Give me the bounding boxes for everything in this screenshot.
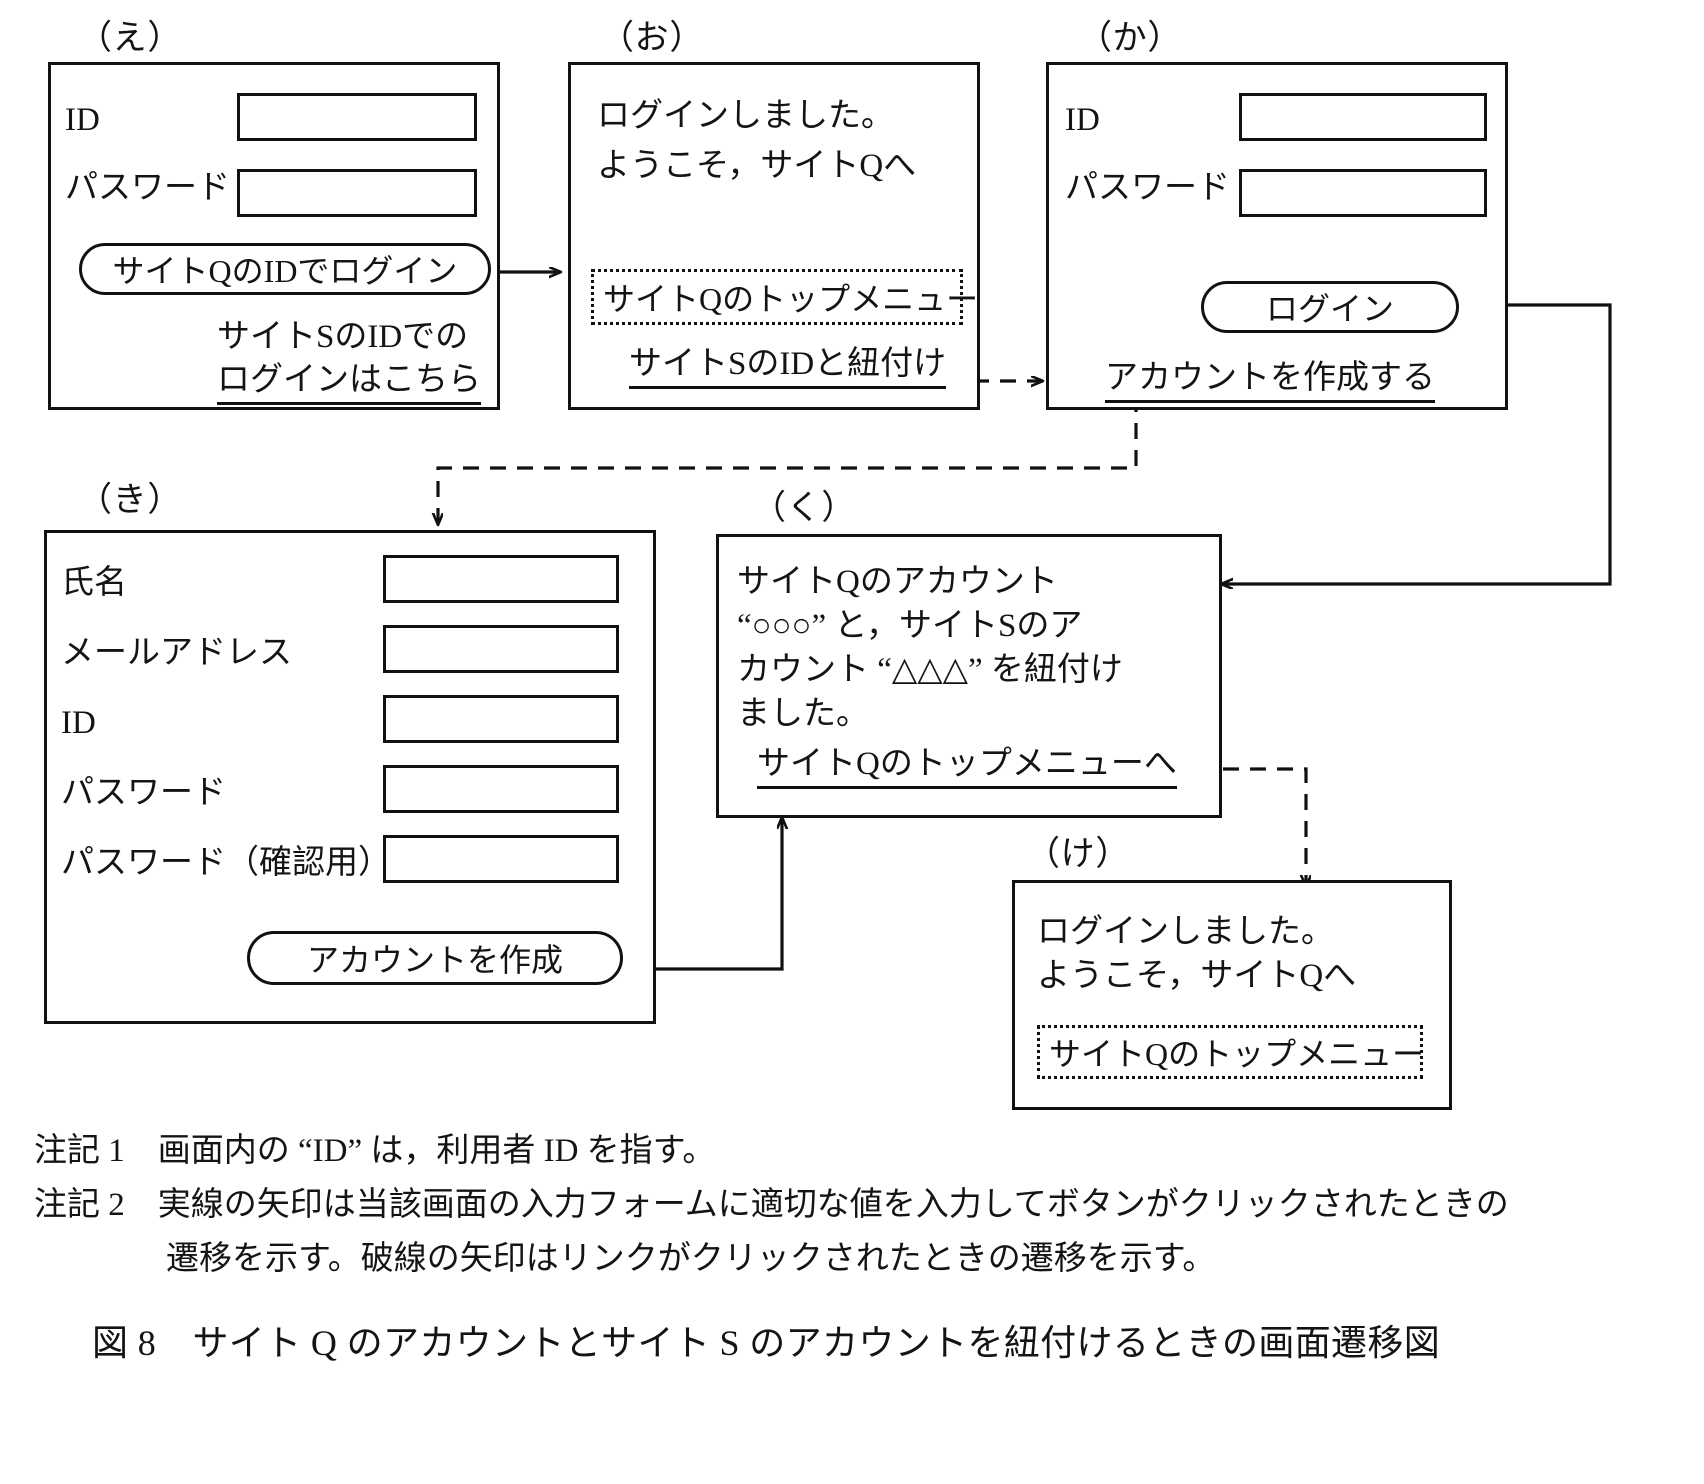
menu-ke-site-q-top-menu[interactable]: サイトQのトップメニュー (1037, 1025, 1424, 1079)
screen-panel-e: ID パスワード サイトQのIDでログイン サイトSのIDでの ログインはこちら (48, 62, 500, 410)
note-1: 注記 1 画面内の “ID” は，利用者 ID を指す。 (34, 1133, 716, 1169)
screen-tag-e: （え） (78, 20, 183, 57)
menu-o-site-q-top-menu[interactable]: サイトQのトップメニュー (591, 269, 978, 325)
figure-caption: 図 8 サイト Q のアカウントとサイト S のアカウントを紐付けるときの画面遷… (92, 1323, 1441, 1363)
input-ki-password-confirm[interactable] (383, 835, 619, 883)
field-label-e-password: パスワード (65, 170, 230, 206)
input-e-id[interactable] (237, 93, 477, 141)
screen-tag-ka: （か） (1078, 20, 1183, 57)
link-o-link-with-site-s-id[interactable]: サイトSのIDと紐付け (629, 345, 947, 389)
note-2-line1: 注記 2 実線の矢印は当該画面の入力フォームに適切な値を入力してボタンがクリック… (34, 1187, 1509, 1223)
field-label-ki-id: ID (61, 705, 96, 741)
text-ku-message-line1: サイトQのアカウント (737, 564, 1058, 600)
field-label-ki-password-confirm: パスワード（確認用） (61, 845, 391, 881)
input-ka-id[interactable] (1239, 93, 1487, 141)
input-e-password[interactable] (237, 169, 477, 217)
field-label-e-id: ID (65, 102, 100, 138)
note-2-line2: 遷移を示す。破線の矢印はリンクがクリックされたときの遷移を示す。 (34, 1241, 1216, 1277)
text-ke-message-line2: ようこそ，サイトQへ (1037, 958, 1357, 994)
screen-panel-ke: ログインしました。 ようこそ，サイトQへ サイトQのトップメニュー (1012, 880, 1452, 1110)
input-ki-id[interactable] (383, 695, 619, 743)
input-ki-email[interactable] (383, 625, 619, 673)
screen-tag-ke: （け） (1026, 836, 1131, 873)
link-ka-create-account[interactable]: アカウントを作成する (1105, 359, 1435, 403)
text-o-message-line2: ようこそ，サイトQへ (597, 148, 917, 184)
input-ki-name[interactable] (383, 555, 619, 603)
text-ku-message-line3: カウント “△△△” を紐付け (737, 652, 1123, 688)
field-label-ki-email: メールアドレス (61, 635, 292, 671)
screen-tag-ki: （き） (78, 482, 183, 519)
field-label-ki-password: パスワード (61, 775, 226, 811)
link-e-login-here[interactable]: ログインはこちら (217, 361, 481, 405)
screen-tag-ku: （く） (752, 490, 857, 527)
button-ki-create-account[interactable]: アカウントを作成 (247, 931, 623, 985)
link-ku-go-to-site-q-top-menu[interactable]: サイトQのトップメニューへ (757, 745, 1177, 789)
text-ku-message-line2: “○○○” と，サイトSのア (737, 608, 1083, 644)
screen-panel-ku: サイトQのアカウント “○○○” と，サイトSのア カウント “△△△” を紐付… (716, 534, 1222, 818)
text-o-message-line1: ログインしました。 (597, 98, 894, 134)
screen-panel-ka: ID パスワード ログイン アカウントを作成する (1046, 62, 1508, 410)
field-label-ka-id: ID (1065, 102, 1100, 138)
screen-panel-ki: 氏名 メールアドレス ID パスワード パスワード（確認用） アカウントを作成 (44, 530, 656, 1024)
text-e-site-s-login-line1: サイトSのIDでの (217, 319, 469, 355)
button-login-with-site-q-id[interactable]: サイトQのIDでログイン (79, 243, 491, 295)
input-ki-password[interactable] (383, 765, 619, 813)
field-label-ka-password: パスワード (1065, 170, 1230, 206)
input-ka-password[interactable] (1239, 169, 1487, 217)
text-ku-message-line4: ました。 (737, 696, 869, 732)
screen-tag-o: （お） (600, 20, 705, 57)
text-ke-message-line1: ログインしました。 (1037, 914, 1334, 950)
screen-panel-o: ログインしました。 ようこそ，サイトQへ サイトQのトップメニュー サイトSのI… (568, 62, 980, 410)
field-label-ki-name: 氏名 (61, 565, 127, 601)
button-ka-login[interactable]: ログイン (1201, 281, 1459, 333)
